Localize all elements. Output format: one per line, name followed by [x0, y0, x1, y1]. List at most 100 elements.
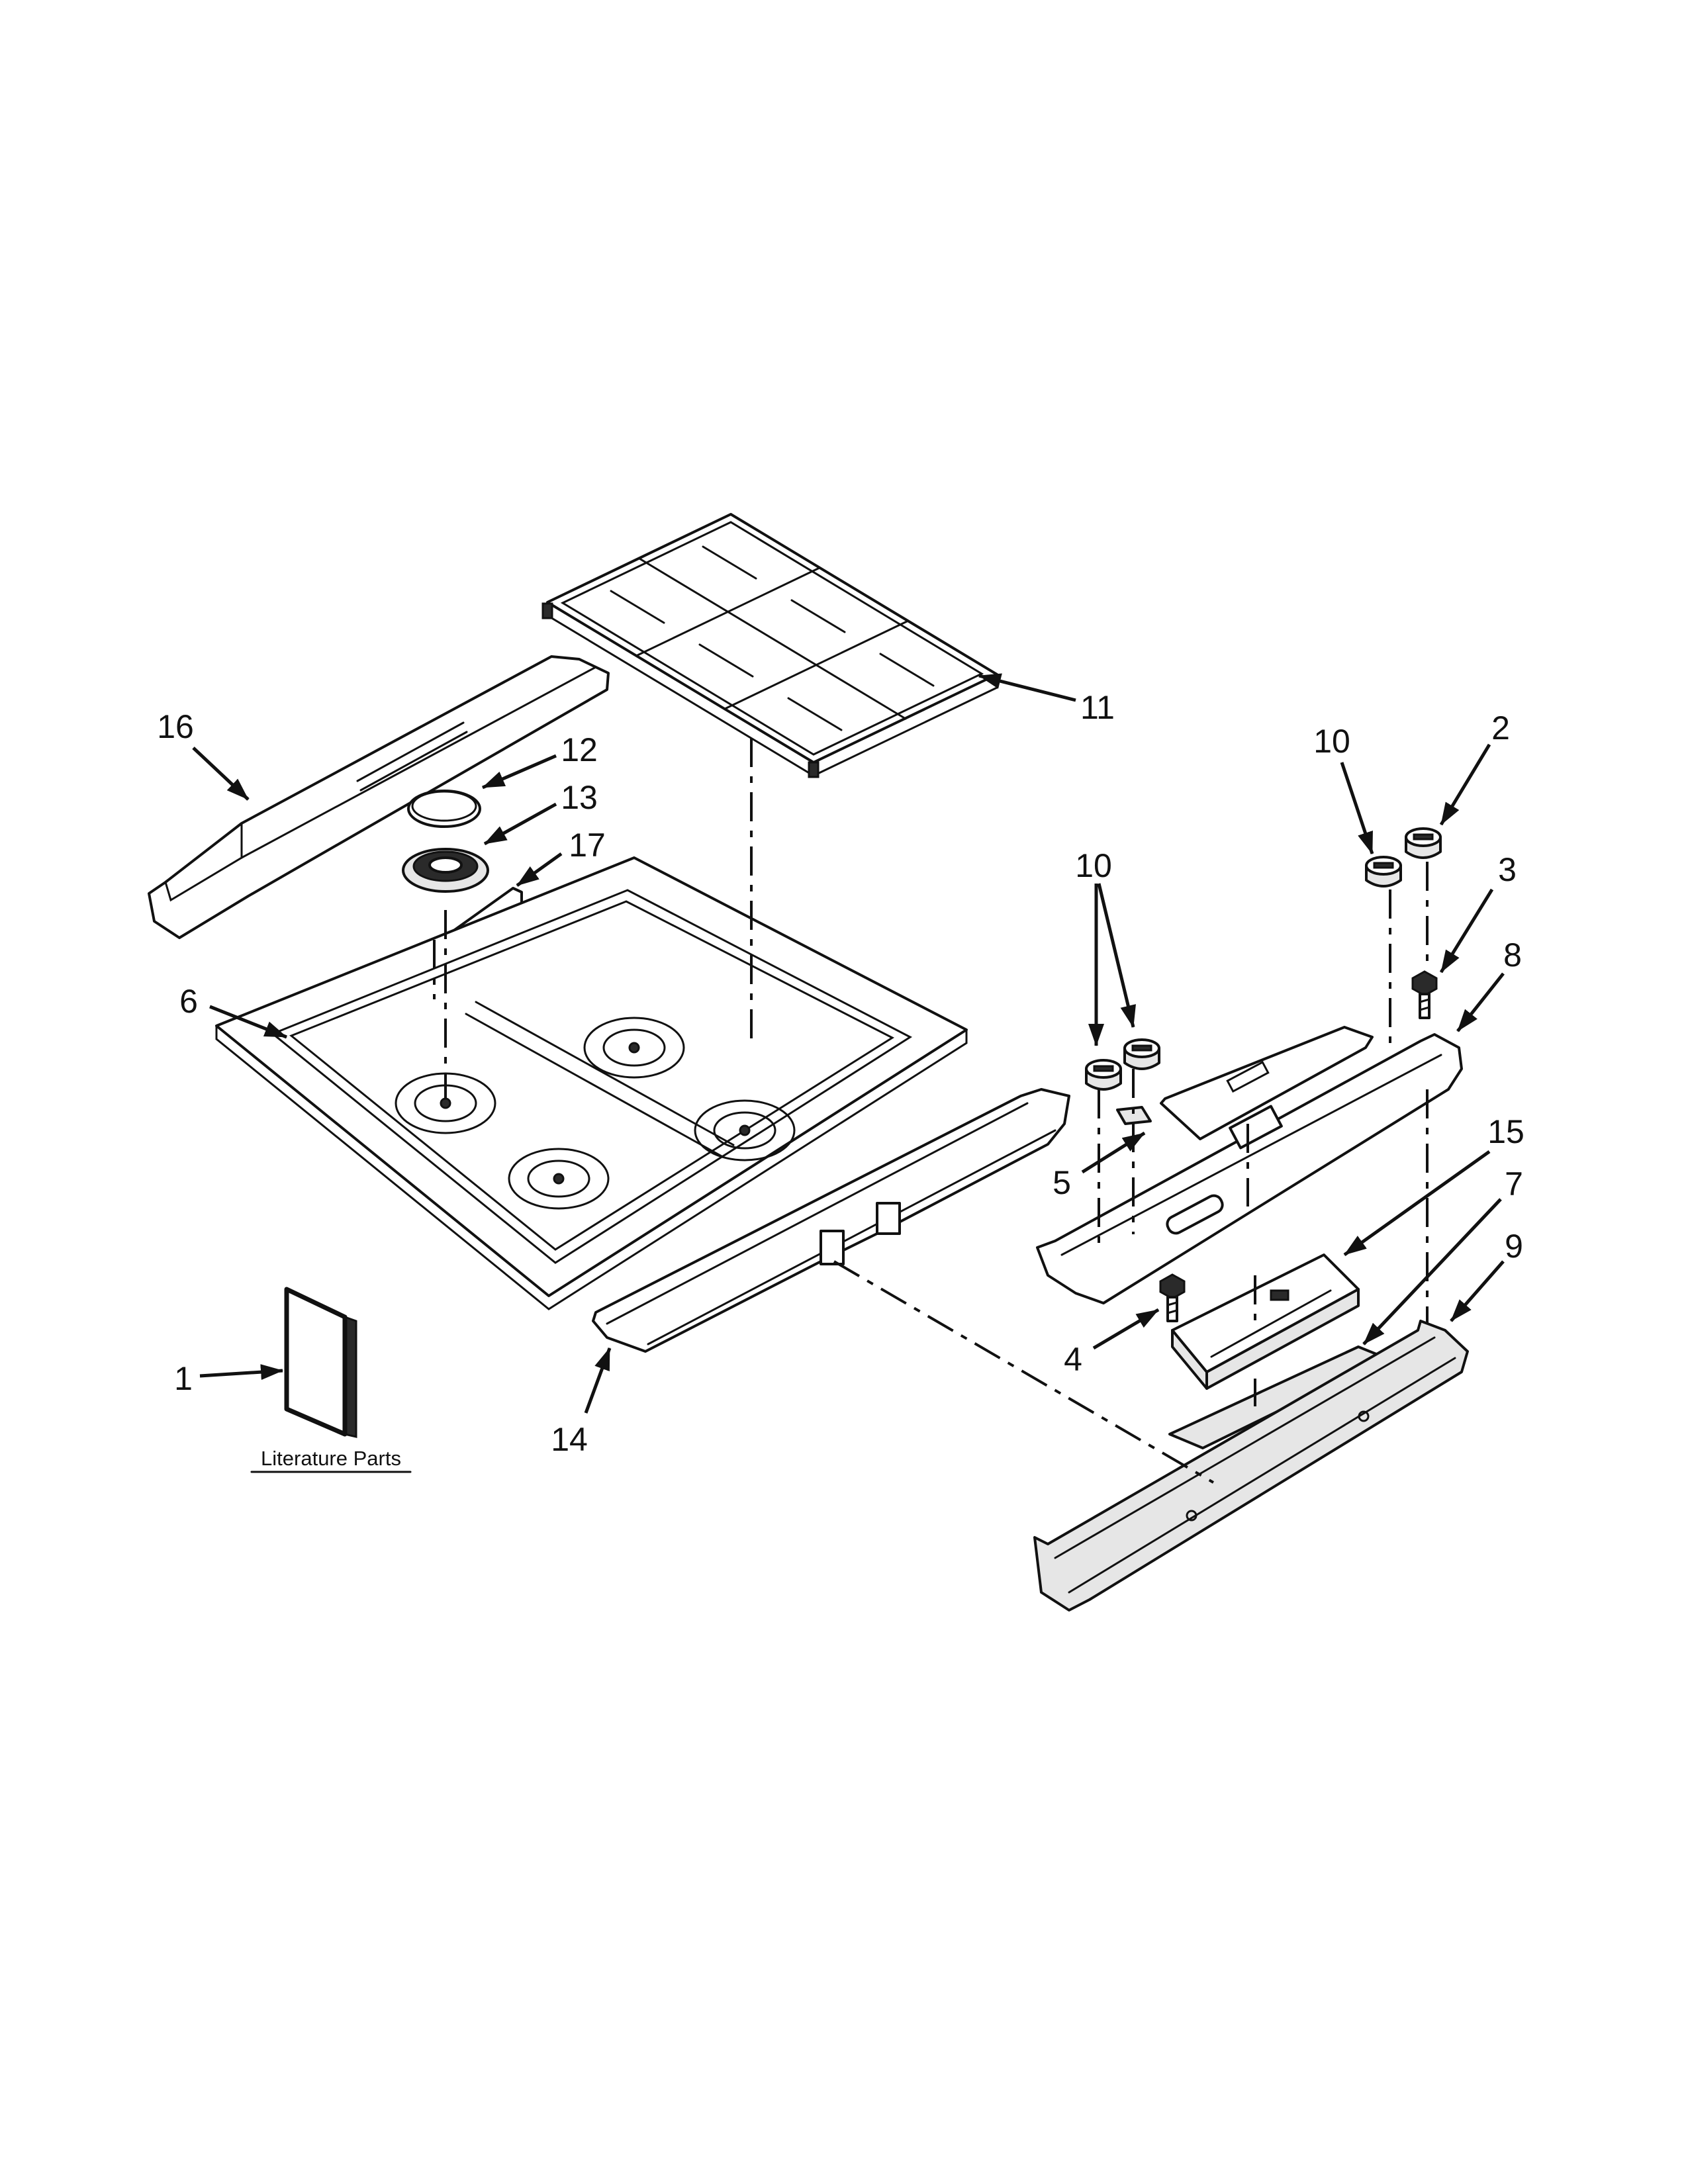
leader-arrow-1 — [199, 1364, 283, 1381]
screw-shank — [1419, 993, 1430, 1019]
callout-label-4: 4 — [1064, 1341, 1082, 1378]
screw — [1411, 970, 1438, 1019]
leader-arrow-13 — [483, 802, 557, 846]
burner-well-inner — [602, 1028, 666, 1067]
control-overlay-body — [1160, 1026, 1374, 1140]
support-channel-tab — [876, 1202, 901, 1235]
burner-well — [508, 1148, 610, 1210]
support-channel-edge — [647, 1129, 1056, 1345]
screw-thread — [1166, 1301, 1178, 1306]
leader-arrow-5 — [1081, 1131, 1146, 1174]
burner-well-outer — [508, 1148, 610, 1210]
burner-orifice — [739, 1124, 751, 1136]
leader-arrow-15 — [1343, 1150, 1491, 1257]
leader-arrow-3 — [1439, 888, 1494, 974]
grate-divider — [638, 557, 907, 720]
front-trim-edge — [1054, 1336, 1436, 1559]
leader-arrow-2 — [1439, 743, 1491, 826]
burner-well-outer — [583, 1017, 685, 1079]
leader-arrow-7 — [1362, 1198, 1502, 1345]
callout-label-2: 2 — [1491, 709, 1510, 747]
cooktop-recess-inner — [289, 900, 895, 1251]
burner-orifice — [628, 1042, 640, 1054]
control-panel-bracket-edge — [1060, 1054, 1442, 1256]
literature-parts-label: Literature Parts — [261, 1447, 401, 1470]
grate-bar — [702, 545, 757, 580]
callout-label-3: 3 — [1498, 851, 1517, 888]
screw-shank — [1166, 1296, 1178, 1322]
leader-arrow-10 — [1097, 883, 1136, 1028]
rear-trim-edge — [240, 666, 597, 859]
callout-label-10: 10 — [1313, 723, 1350, 760]
front-trim — [1033, 1320, 1469, 1612]
rear-trim-body — [148, 655, 610, 939]
grate-bar — [879, 653, 935, 687]
control-panel-bracket-slot — [1166, 1194, 1224, 1235]
knob-grip — [1413, 833, 1434, 841]
burner-grate — [541, 513, 998, 778]
burner-well-inner — [713, 1111, 776, 1150]
callout-label-8: 8 — [1503, 936, 1522, 974]
burner-head — [402, 848, 489, 893]
grate-bar — [698, 643, 754, 678]
callout-label-9: 9 — [1505, 1228, 1523, 1265]
grate-bar — [787, 697, 843, 731]
burner-head-center — [428, 856, 463, 874]
support-channel — [592, 1088, 1070, 1353]
burner-well-outer — [694, 1099, 796, 1161]
grate-foot — [808, 761, 820, 778]
leader-arrow-8 — [1456, 972, 1505, 1032]
cooktop-thickness-edge — [215, 1024, 968, 1310]
knob-grip — [1093, 1065, 1114, 1072]
cooktop-surface — [215, 856, 968, 1297]
control-overlay-window — [1226, 1060, 1270, 1093]
control-board-top — [1171, 1253, 1360, 1373]
literature-booklet-cover — [284, 1287, 348, 1437]
leader-arrow-14 — [584, 1347, 612, 1414]
front-trim-body — [1033, 1320, 1469, 1612]
burner-orifice — [440, 1097, 451, 1109]
leader-arrow-9 — [1450, 1260, 1505, 1322]
front-trim-hole — [1358, 1410, 1370, 1422]
callout-label-10: 10 — [1075, 847, 1112, 884]
control-panel-bracket — [1036, 1033, 1463, 1304]
leader-arrow-12 — [482, 754, 557, 790]
knob — [1365, 856, 1402, 887]
burner-well — [694, 1099, 796, 1161]
knob-grip — [1373, 862, 1394, 869]
leader-arrow-6 — [209, 1005, 287, 1039]
cooktop-divider — [465, 1013, 724, 1158]
leader-arrow-10 — [1340, 762, 1374, 854]
grate-crossbar — [724, 619, 910, 710]
screw-head — [1411, 970, 1438, 997]
knob — [1405, 827, 1442, 859]
leader-arrow-11 — [978, 673, 1076, 702]
callout-label-13: 13 — [561, 779, 598, 816]
screw-head — [1159, 1273, 1186, 1300]
support-channel-body — [592, 1088, 1070, 1353]
literature-booklet — [284, 1287, 357, 1438]
rear-trim-edge — [164, 822, 243, 902]
callout-label-5: 5 — [1053, 1164, 1071, 1201]
burner-cap-rim — [411, 790, 477, 822]
assembly-line — [833, 1260, 1215, 1484]
leader-arrow-17 — [516, 852, 563, 887]
callout-label-1: 1 — [174, 1360, 193, 1397]
control-board-connector — [1210, 1289, 1332, 1358]
support-channel-edge — [606, 1102, 1029, 1325]
callout-label-11: 11 — [1080, 689, 1115, 726]
screw — [1159, 1273, 1186, 1322]
callout-label-16: 16 — [157, 708, 194, 745]
rear-trim-vent — [356, 721, 465, 782]
burner-cap — [407, 790, 481, 828]
cooktop-divider — [475, 1001, 735, 1146]
knob — [1085, 1059, 1122, 1091]
screw-thread — [1419, 998, 1430, 1003]
grate-crossbar — [635, 567, 821, 657]
grate-bar — [790, 599, 846, 633]
cooktop-recess — [271, 889, 913, 1264]
callout-label-17: 17 — [569, 827, 606, 864]
callout-label-7: 7 — [1505, 1165, 1523, 1203]
leader-arrow-16 — [192, 747, 250, 801]
grate-bar — [610, 590, 665, 624]
